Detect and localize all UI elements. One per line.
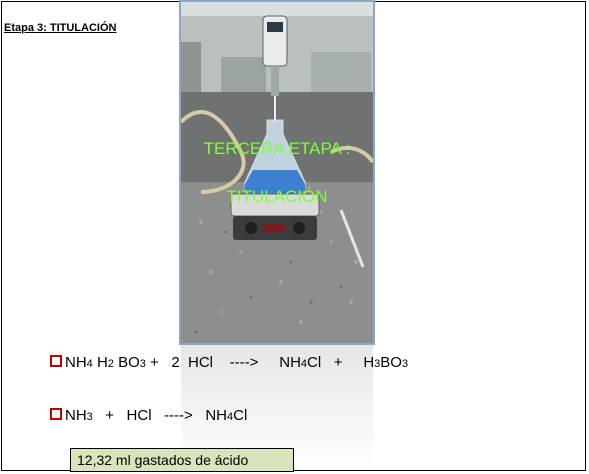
lab-titration-photo: TERCERA ETAPA : TITULACIÓN bbox=[179, 0, 375, 345]
bullet-square-icon bbox=[50, 408, 62, 420]
eq1-r1-a: NH bbox=[65, 354, 87, 371]
eq1-p1: NH bbox=[279, 354, 301, 371]
caption-line-1: TERCERA ETAPA : bbox=[204, 139, 351, 158]
eq1-p1-b: Cl bbox=[307, 354, 322, 371]
eq2-p1-b: Cl bbox=[233, 407, 248, 424]
eq2-r1: NH bbox=[65, 407, 87, 424]
eq1-plus2: + bbox=[321, 354, 364, 371]
eq1-r1-b: H bbox=[92, 354, 108, 371]
eq2-p1: NH bbox=[205, 407, 227, 424]
eq1-p2: H bbox=[363, 354, 375, 371]
step-title: Etapa 3: TITULACIÓN bbox=[4, 22, 117, 34]
eq2-plus-hcl-arrow: + HCl ----> bbox=[92, 407, 206, 424]
acid-volume-note: 12,32 ml gastados de ácido bbox=[70, 448, 294, 472]
eq1-p2-b: BO bbox=[380, 354, 402, 371]
caption-line-2: TITULACIÓN bbox=[226, 187, 327, 206]
eq1-r1-c: BO bbox=[113, 354, 140, 371]
eq1-plus-hcl-arrow: + 2 HCl ----> bbox=[145, 354, 280, 371]
titration-setup-illustration: TERCERA ETAPA : TITULACIÓN bbox=[181, 2, 373, 343]
bullet-square-icon bbox=[50, 355, 62, 367]
